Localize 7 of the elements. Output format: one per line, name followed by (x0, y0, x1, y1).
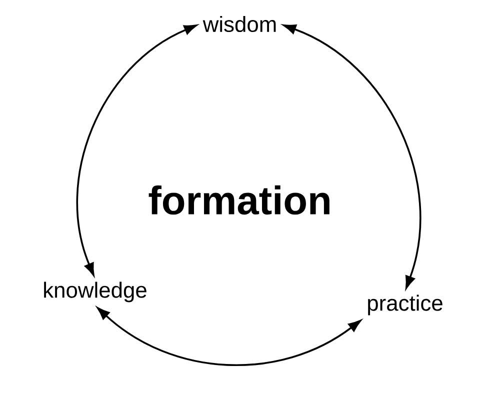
node-label: practice (368, 294, 442, 316)
node-label: wisdom (202, 16, 276, 32)
curved-arrow (76, 24, 197, 276)
node-label: knowledge (44, 282, 146, 302)
curved-arrow (283, 24, 421, 289)
title-label: formation (148, 185, 330, 215)
curved-arrow (97, 307, 362, 366)
